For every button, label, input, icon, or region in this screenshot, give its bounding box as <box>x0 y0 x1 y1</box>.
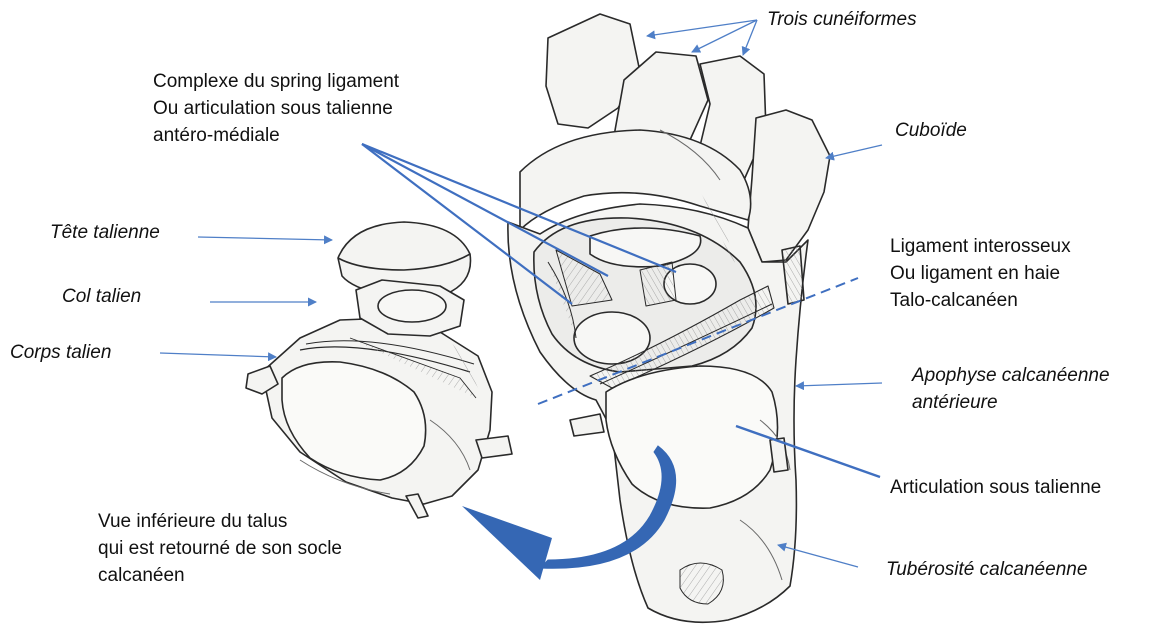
label-col-talien: Col talien <box>62 283 141 310</box>
label-ligament-interosseux-line-3: Talo-calcanéen <box>890 287 1071 314</box>
label-trois-cuneiformes: Trois cunéiformes <box>767 6 917 33</box>
label-vue-inferieure: Vue inférieure du talus qui est retourné… <box>98 508 342 589</box>
label-articulation-sous-talienne: Articulation sous talienne <box>890 474 1101 501</box>
arrow-tete <box>198 237 332 240</box>
label-spring-ligament-line-2: Ou articulation sous talienne <box>153 95 399 122</box>
label-vue-inferieure-line-2: qui est retourné de son socle <box>98 535 342 562</box>
label-vue-inferieure-line-3: calcanéen <box>98 562 342 589</box>
cuboid <box>748 110 830 262</box>
arrow-corps <box>160 353 276 357</box>
label-vue-inferieure-line-1: Vue inférieure du talus <box>98 508 342 535</box>
label-apophyse-line-2: antérieure <box>912 389 1110 416</box>
arrow-apophyse <box>796 383 882 386</box>
label-cuboide: Cuboïde <box>895 117 967 144</box>
label-corps-talien: Corps talien <box>10 339 111 366</box>
label-apophyse: Apophyse calcanéenne antérieure <box>912 362 1110 416</box>
label-tete-talienne: Tête talienne <box>50 219 160 246</box>
label-ligament-interosseux: Ligament interosseux Ou ligament en haie… <box>890 233 1071 314</box>
label-apophyse-line-1: Apophyse calcanéenne <box>912 362 1110 389</box>
label-tuberosite: Tubérosité calcanéenne <box>886 556 1087 583</box>
label-spring-ligament-line-3: antéro-médiale <box>153 122 399 149</box>
talus-drawing <box>246 222 512 518</box>
label-spring-ligament-line-1: Complexe du spring ligament <box>153 68 399 95</box>
arrow-cuboid <box>826 145 882 158</box>
label-ligament-interosseux-line-2: Ou ligament en haie <box>890 260 1071 287</box>
label-spring-ligament: Complexe du spring ligament Ou articulat… <box>153 68 399 149</box>
foot-bones-drawing <box>508 14 830 622</box>
label-ligament-interosseux-line-1: Ligament interosseux <box>890 233 1071 260</box>
